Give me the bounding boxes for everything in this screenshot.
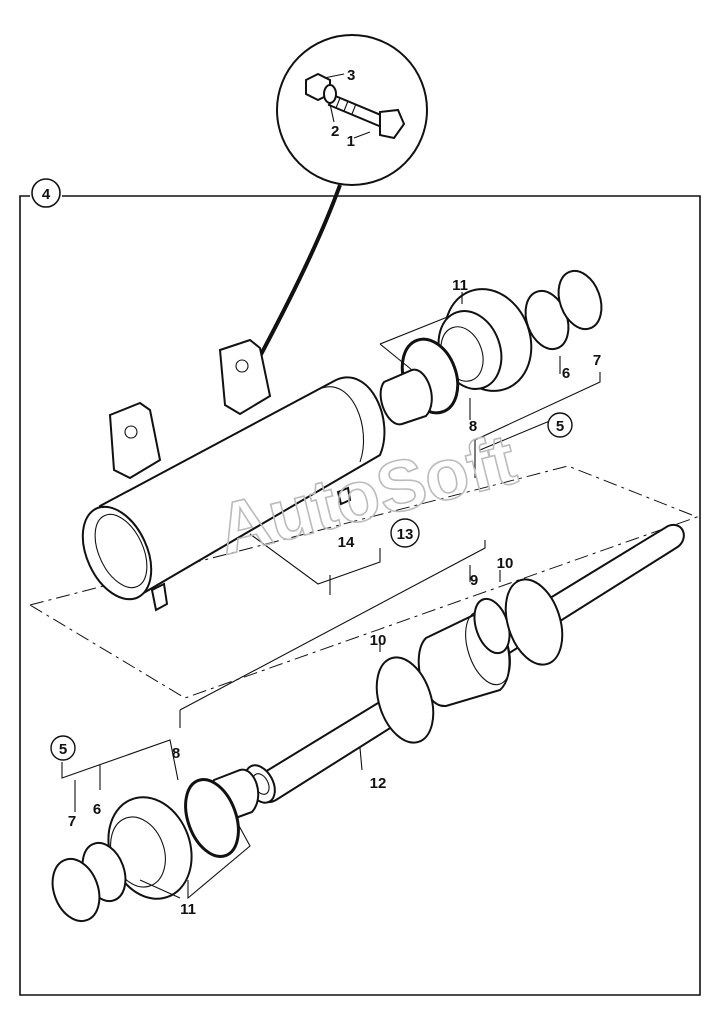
callout-8-lower: 8 bbox=[172, 745, 180, 762]
callout-4: 4 bbox=[42, 186, 51, 203]
callout-5-lower: 5 bbox=[59, 741, 67, 758]
wear-ring-10-right bbox=[504, 578, 564, 666]
callout-2: 2 bbox=[331, 123, 339, 140]
callout-10-right: 10 bbox=[497, 555, 514, 572]
wiper-7-lower bbox=[51, 858, 101, 922]
callout-5-lower-circle bbox=[50, 735, 76, 761]
bolt-detail-bubble: 3 2 1 bbox=[256, 34, 428, 361]
callout-14: 14 bbox=[338, 534, 355, 551]
assembly-axis-plane bbox=[28, 465, 699, 699]
callout-5-upper-circle bbox=[547, 412, 573, 438]
callout-10-left: 10 bbox=[370, 632, 387, 649]
bushing-upper bbox=[379, 368, 433, 426]
callout-1: 1 bbox=[347, 133, 355, 150]
callout-7-lower: 7 bbox=[68, 813, 76, 830]
wiper-7-upper bbox=[557, 269, 603, 331]
callout-3: 3 bbox=[347, 67, 355, 84]
wear-ring-10-left bbox=[375, 656, 435, 744]
callout-13-circle bbox=[390, 518, 420, 548]
callout-9: 9 bbox=[470, 572, 478, 589]
oring-8-lower bbox=[184, 778, 240, 858]
callout-11-lower: 11 bbox=[180, 901, 196, 918]
callout-6-lower: 6 bbox=[93, 801, 101, 818]
callout-7-upper: 7 bbox=[593, 352, 601, 369]
callout-4-circle bbox=[31, 178, 61, 208]
callout-6-upper: 6 bbox=[562, 365, 570, 382]
bolt bbox=[327, 93, 406, 140]
callout-5-upper: 5 bbox=[556, 418, 564, 435]
leader-lines bbox=[61, 292, 601, 900]
washer bbox=[323, 84, 337, 104]
cylinder-barrel bbox=[81, 338, 386, 612]
callout-12: 12 bbox=[370, 775, 387, 792]
callout-11-upper: 11 bbox=[452, 277, 468, 294]
assembly-frame bbox=[19, 195, 701, 996]
callout-13: 13 bbox=[397, 526, 414, 543]
callout-8-upper: 8 bbox=[469, 418, 477, 435]
